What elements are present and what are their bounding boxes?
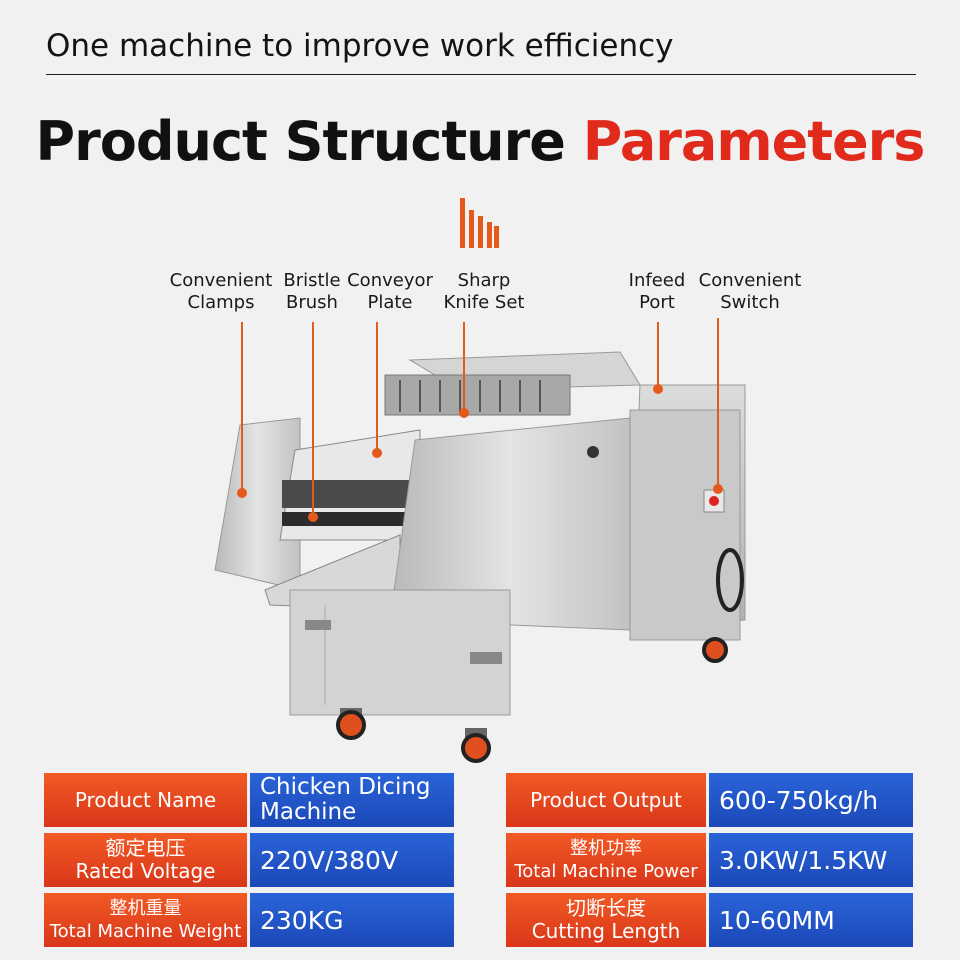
leader-dot-knife: [459, 408, 469, 418]
spec-label-product-output: Product Output: [506, 773, 706, 827]
leader-dot-switch: [713, 484, 723, 494]
tagline: One machine to improve work efficiency: [46, 28, 674, 64]
bar-chart-icon: [460, 198, 499, 248]
spec-value-total-machine-power: 3.0KW/1.5KW: [709, 833, 913, 887]
leader-dot-infeed: [653, 384, 663, 394]
spec-label-product-name: Product Name: [44, 773, 247, 827]
spec-value-total-machine-weight: 230KG: [250, 893, 454, 947]
spec-value-product-output: 600-750kg/h: [709, 773, 913, 827]
header-rule: [46, 74, 916, 75]
leader-knife: [463, 322, 465, 410]
page-title: Product Structure Parameters: [0, 110, 960, 173]
leader-switch: [717, 318, 719, 486]
machine-illustration: [214, 351, 746, 763]
spec-value-cutting-length: 10-60MM: [709, 893, 913, 947]
title-part1: Product Structure: [35, 110, 566, 173]
spec-value-rated-voltage: 220V/380V: [250, 833, 454, 887]
leader-dot-clamps: [237, 488, 247, 498]
title-part2: Parameters: [582, 110, 926, 173]
leader-infeed: [657, 322, 659, 386]
leader-brush: [312, 322, 314, 512]
leader-dot-conveyor: [372, 448, 382, 458]
leader-clamps: [241, 322, 243, 490]
leader-conveyor: [376, 322, 378, 450]
spec-value-product-name: Chicken Dicing Machine: [250, 773, 454, 827]
leader-dot-brush: [308, 512, 318, 522]
